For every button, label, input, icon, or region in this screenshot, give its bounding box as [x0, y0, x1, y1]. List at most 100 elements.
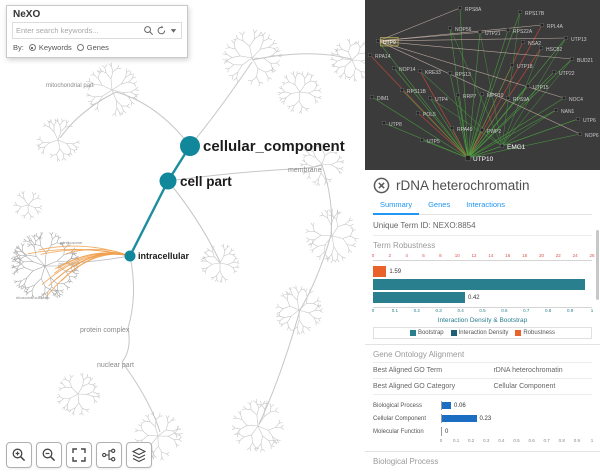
bar-biological-process	[442, 402, 451, 409]
radio-keywords[interactable]: Keywords	[28, 43, 72, 52]
fit-to-screen-button[interactable]	[66, 442, 92, 468]
tick-label: 26	[589, 253, 595, 258]
network-node[interactable]: RPS17B	[518, 10, 545, 17]
search-box	[12, 22, 182, 39]
network-node[interactable]: UTP5	[420, 138, 440, 145]
svg-text:RPA49: RPA49	[457, 127, 473, 133]
network-node[interactable]: RRP7	[456, 93, 477, 100]
tree-node-cell-part[interactable]: cell part	[159, 172, 233, 190]
svg-text:RPS9A: RPS9A	[513, 97, 530, 103]
layout-button[interactable]	[96, 442, 122, 468]
network-node[interactable]: UTP21	[478, 30, 501, 37]
close-icon[interactable]	[373, 177, 390, 194]
network-node[interactable]: UTP6	[576, 117, 596, 124]
bar-value-label: 1.59	[389, 268, 402, 275]
robustness-section-title: Term Robustness	[373, 241, 436, 250]
network-node[interactable]: RPS13	[448, 71, 471, 78]
detail-scrollbar[interactable]	[596, 230, 599, 300]
network-node[interactable]: BUD21	[570, 57, 593, 64]
tick-label: 18	[522, 253, 528, 258]
network-node[interactable]: NOP56	[448, 26, 472, 33]
tree-node-cellular-component[interactable]: cellular_component	[180, 136, 345, 156]
tick-label: 0.4	[457, 308, 464, 313]
network-node[interactable]: UTP4	[428, 96, 448, 103]
caret-down-icon[interactable]	[169, 26, 178, 35]
robustness-axis-caption: Interaction Density & Bootstrap	[437, 317, 528, 324]
network-node[interactable]: RPS22A	[506, 28, 533, 35]
reset-icon[interactable]	[156, 25, 167, 36]
network-node[interactable]: RPA14	[368, 53, 391, 60]
network-node[interactable]: DIM1	[370, 95, 389, 102]
network-node[interactable]: UTP8	[382, 121, 402, 128]
network-node[interactable]: RPS8A	[458, 6, 482, 13]
tree-label: ribosomal subunit	[16, 295, 48, 300]
tick-label: 1	[590, 438, 594, 443]
svg-text:RRP7: RRP7	[463, 94, 477, 100]
network-node[interactable]: RPS9A	[506, 96, 530, 103]
search-input[interactable]	[16, 26, 141, 35]
network-node[interactable]: UTP18	[510, 63, 533, 70]
svg-text:RPS13: RPS13	[455, 72, 471, 78]
zoom-out-button[interactable]	[36, 442, 62, 468]
tree-label: mitochondrial part	[46, 83, 94, 89]
network-node[interactable]: UTP15	[526, 84, 549, 91]
network-node[interactable]: RPS11B	[400, 88, 426, 95]
network-node[interactable]: RPL4A	[540, 23, 564, 30]
layers-icon	[131, 447, 147, 463]
network-node[interactable]: HSC82	[539, 46, 562, 53]
tick-label: 20	[538, 253, 544, 258]
divider	[365, 344, 600, 345]
network-node[interactable]: NOC4	[562, 96, 583, 103]
network-node[interactable]: UTP13	[564, 36, 587, 43]
svg-text:UTP9: UTP9	[383, 40, 396, 46]
svg-text:UTP8: UTP8	[389, 122, 402, 128]
bar-robustness	[373, 266, 387, 277]
app-title: NeXO	[13, 9, 41, 20]
network-node[interactable]: NAN1	[554, 108, 575, 115]
network-node[interactable]: UTP10	[465, 155, 494, 164]
svg-text:RPS8A: RPS8A	[465, 7, 482, 13]
tick-label: 0.5	[513, 438, 520, 443]
tab-genes[interactable]: Genes	[428, 200, 451, 209]
network-node[interactable]: PWP2	[480, 128, 501, 135]
tree-label: membrane	[288, 167, 322, 174]
radio-genes[interactable]: Genes	[76, 43, 109, 52]
network-node[interactable]: NSA2	[521, 40, 541, 47]
svg-text:EMG1: EMG1	[507, 144, 526, 151]
svg-text:POL5: POL5	[423, 112, 436, 118]
tree-node-intracellular[interactable]: intracellular	[124, 250, 190, 262]
network-node[interactable]: NOP6	[578, 132, 599, 139]
bar-value-label: 0	[445, 428, 449, 435]
search-icon[interactable]	[143, 25, 154, 36]
zoom-in-button[interactable]	[6, 442, 32, 468]
network-node[interactable]: UTP9	[376, 37, 399, 47]
network-node[interactable]: NOP14	[392, 66, 416, 73]
network-node[interactable]: UTP22	[552, 70, 575, 77]
network-node[interactable]: EMG1	[500, 144, 526, 151]
svg-text:RPS17B: RPS17B	[525, 11, 545, 17]
network-node[interactable]: RPA49	[450, 126, 473, 133]
network-node[interactable]: KRE33	[418, 69, 441, 76]
network-node[interactable]: POL5	[416, 111, 436, 118]
tick-label: 0.6	[501, 308, 508, 313]
network-node[interactable]: MPP10	[480, 92, 504, 99]
tab-interactions[interactable]: Interactions	[466, 200, 505, 209]
tab-summary[interactable]: Summary	[373, 197, 420, 215]
svg-text:UTP15: UTP15	[533, 85, 549, 91]
layers-button[interactable]	[126, 442, 152, 468]
legend-item-interaction-density: Interaction Density	[450, 330, 508, 336]
tick-label: 0.6	[528, 438, 535, 443]
